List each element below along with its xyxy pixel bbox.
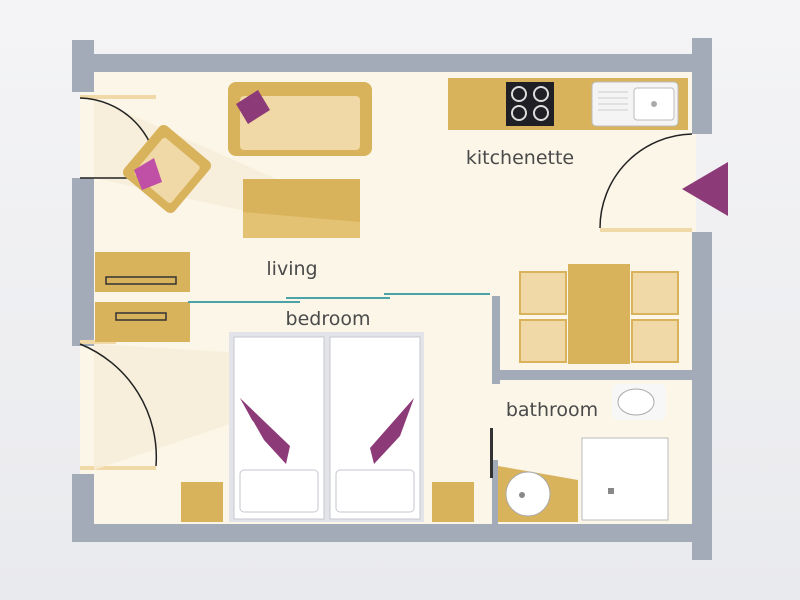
dining-set (519, 264, 679, 364)
bedroom-label: bedroom (286, 308, 371, 330)
kitchen-counter (448, 78, 688, 130)
bathroom-walls (490, 296, 692, 530)
toilet-icon (498, 466, 578, 522)
wardrobe (95, 252, 190, 342)
bathroom-label: bathroom (506, 399, 598, 421)
nightstands (181, 482, 474, 522)
bed (229, 332, 424, 522)
armchair (122, 124, 212, 214)
outer-walls (72, 38, 712, 560)
sink-icon (591, 81, 679, 127)
sliding-partition[interactable] (188, 293, 490, 303)
washbasin-icon (612, 384, 666, 420)
sofa (228, 82, 372, 156)
cushion (236, 90, 270, 124)
entrance-arrow-icon[interactable] (682, 162, 728, 216)
armchair-cushion (134, 158, 162, 190)
stove-icon (506, 82, 554, 126)
living-label: living (266, 258, 317, 280)
coffee-table (243, 179, 360, 238)
shower-icon (581, 437, 669, 521)
kitchenette-label: kitchenette (466, 147, 574, 169)
